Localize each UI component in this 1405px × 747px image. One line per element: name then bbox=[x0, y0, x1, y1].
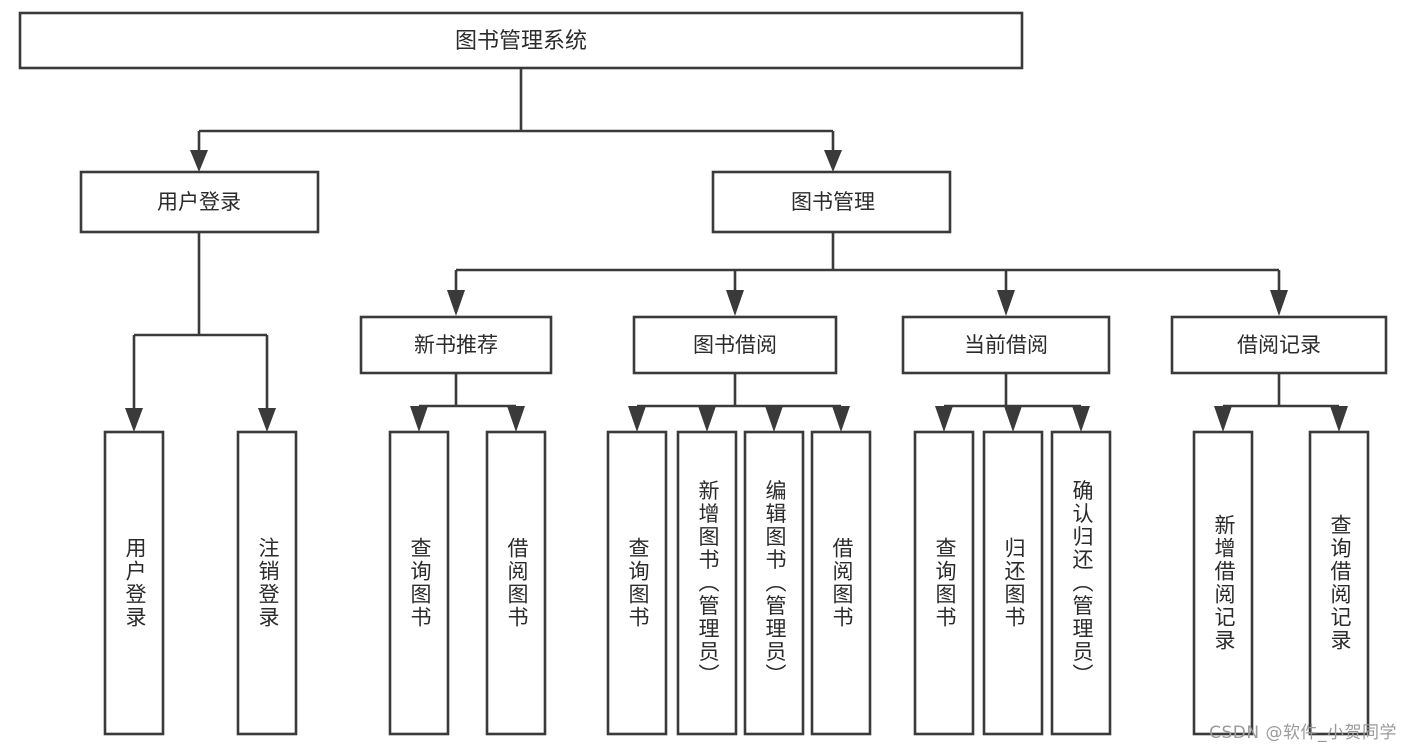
connector-layer bbox=[125, 68, 1348, 432]
node-root-label: 图书管理系统 bbox=[455, 29, 587, 54]
node-leaf-confirm-return-label: 确认归还（管理员） bbox=[1070, 480, 1094, 687]
node-leaf-query-book-2[interactable]: 查询图书 bbox=[606, 430, 668, 736]
node-leaf-query-book-1-label: 查询图书 bbox=[408, 537, 432, 629]
node-leaf-user-logout-box[interactable] bbox=[236, 430, 298, 736]
node-leaf-confirm-return-box[interactable] bbox=[1050, 430, 1112, 736]
node-user-login[interactable]: 用户登录 bbox=[79, 170, 320, 234]
node-book-borrow-box[interactable] bbox=[632, 315, 838, 375]
node-leaf-user-logout[interactable]: 注销登录 bbox=[236, 430, 298, 736]
node-leaf-edit-book-box[interactable] bbox=[743, 430, 805, 736]
node-leaf-add-book-label: 新增图书（管理员） bbox=[696, 480, 720, 687]
arrow-head-leaf-add-book bbox=[698, 406, 716, 432]
node-book-management-box[interactable] bbox=[711, 170, 952, 234]
node-leaf-user-login-box[interactable] bbox=[103, 430, 165, 736]
node-leaf-borrow-book-2-label: 借阅图书 bbox=[830, 537, 854, 629]
node-leaf-return-book[interactable]: 归还图书 bbox=[982, 430, 1044, 736]
arrow-head-leaf-query-book-1 bbox=[410, 406, 428, 432]
arrow-head-leaf-query-book-3 bbox=[935, 406, 953, 432]
node-root-box[interactable] bbox=[18, 11, 1024, 70]
arrow-head-leaf-confirm-return bbox=[1072, 406, 1090, 432]
node-user-login-box[interactable] bbox=[79, 170, 320, 234]
node-book-management-label: 图书管理 bbox=[791, 190, 875, 214]
arrow-head-leaf-add-record bbox=[1214, 406, 1232, 432]
node-leaf-query-book-3[interactable]: 查询图书 bbox=[913, 430, 975, 736]
node-leaf-query-book-2-box[interactable] bbox=[606, 430, 668, 736]
arrow-head-leaf-query-book-2 bbox=[628, 406, 646, 432]
node-root[interactable]: 图书管理系统 bbox=[18, 11, 1024, 70]
arrow-head-borrow-record bbox=[1270, 290, 1288, 316]
node-user-login-label: 用户登录 bbox=[157, 190, 241, 214]
arrow-head-leaf-user-login bbox=[125, 408, 143, 432]
node-leaf-user-login-label: 用户登录 bbox=[123, 537, 147, 629]
node-current-borrow[interactable]: 当前借阅 bbox=[901, 315, 1111, 375]
node-new-book-recommend-box[interactable] bbox=[359, 315, 553, 375]
arrow-head-book-borrow bbox=[726, 290, 744, 316]
node-leaf-query-record[interactable]: 查询借阅记录 bbox=[1308, 430, 1370, 736]
arrow-head-leaf-borrow-book-2 bbox=[832, 406, 850, 432]
node-leaf-edit-book[interactable]: 编辑图书（管理员） bbox=[743, 430, 805, 736]
node-leaf-query-record-label: 查询借阅记录 bbox=[1328, 514, 1352, 652]
node-book-management[interactable]: 图书管理 bbox=[711, 170, 952, 234]
node-leaf-add-record-box[interactable] bbox=[1192, 430, 1254, 736]
arrow-head-current-borrow bbox=[997, 290, 1015, 316]
node-leaf-borrow-book-1-box[interactable] bbox=[485, 430, 547, 736]
arrow-head-leaf-edit-book bbox=[765, 406, 783, 432]
node-leaf-edit-book-label: 编辑图书（管理员） bbox=[763, 480, 787, 687]
node-leaf-query-book-2-label: 查询图书 bbox=[626, 537, 650, 629]
node-leaf-confirm-return[interactable]: 确认归还（管理员） bbox=[1050, 430, 1112, 736]
arrow-head-new-book-recommend bbox=[447, 290, 465, 316]
node-leaf-query-record-box[interactable] bbox=[1308, 430, 1370, 736]
node-current-borrow-label: 当前借阅 bbox=[964, 333, 1048, 357]
node-leaf-query-book-3-box[interactable] bbox=[913, 430, 975, 736]
node-leaf-add-book-box[interactable] bbox=[676, 430, 738, 736]
node-borrow-record[interactable]: 借阅记录 bbox=[1170, 315, 1388, 375]
node-new-book-recommend[interactable]: 新书推荐 bbox=[359, 315, 553, 375]
arrow-head-leaf-query-record bbox=[1330, 406, 1348, 432]
node-leaf-user-login[interactable]: 用户登录 bbox=[103, 430, 165, 736]
node-leaf-user-logout-label: 注销登录 bbox=[256, 537, 280, 629]
node-new-book-recommend-label: 新书推荐 bbox=[414, 333, 498, 357]
node-leaf-borrow-book-1-label: 借阅图书 bbox=[505, 537, 529, 629]
node-leaf-borrow-book-2-box[interactable] bbox=[810, 430, 872, 736]
node-book-borrow-label: 图书借阅 bbox=[693, 333, 777, 357]
node-leaf-query-book-3-label: 查询图书 bbox=[933, 537, 957, 629]
arrow-head-book-management bbox=[824, 150, 842, 172]
node-borrow-record-box[interactable] bbox=[1170, 315, 1388, 375]
node-leaf-add-record[interactable]: 新增借阅记录 bbox=[1192, 430, 1254, 736]
arrow-head-leaf-return-book bbox=[1004, 406, 1022, 432]
node-leaf-query-book-1-box[interactable] bbox=[388, 430, 450, 736]
node-leaf-add-record-label: 新增借阅记录 bbox=[1212, 514, 1236, 652]
node-leaf-query-book-1[interactable]: 查询图书 bbox=[388, 430, 450, 736]
node-leaf-return-book-box[interactable] bbox=[982, 430, 1044, 736]
node-leaf-borrow-book-1[interactable]: 借阅图书 bbox=[485, 430, 547, 736]
node-leaf-borrow-book-2[interactable]: 借阅图书 bbox=[810, 430, 872, 736]
node-borrow-record-label: 借阅记录 bbox=[1237, 333, 1321, 357]
arrow-head-user-login bbox=[190, 150, 208, 172]
arrow-head-leaf-user-logout bbox=[258, 408, 276, 432]
node-leaf-add-book[interactable]: 新增图书（管理员） bbox=[676, 430, 738, 736]
node-leaf-return-book-label: 归还图书 bbox=[1002, 537, 1026, 629]
arrow-head-leaf-borrow-book-1 bbox=[507, 406, 525, 432]
node-current-borrow-box[interactable] bbox=[901, 315, 1111, 375]
node-book-borrow[interactable]: 图书借阅 bbox=[632, 315, 838, 375]
